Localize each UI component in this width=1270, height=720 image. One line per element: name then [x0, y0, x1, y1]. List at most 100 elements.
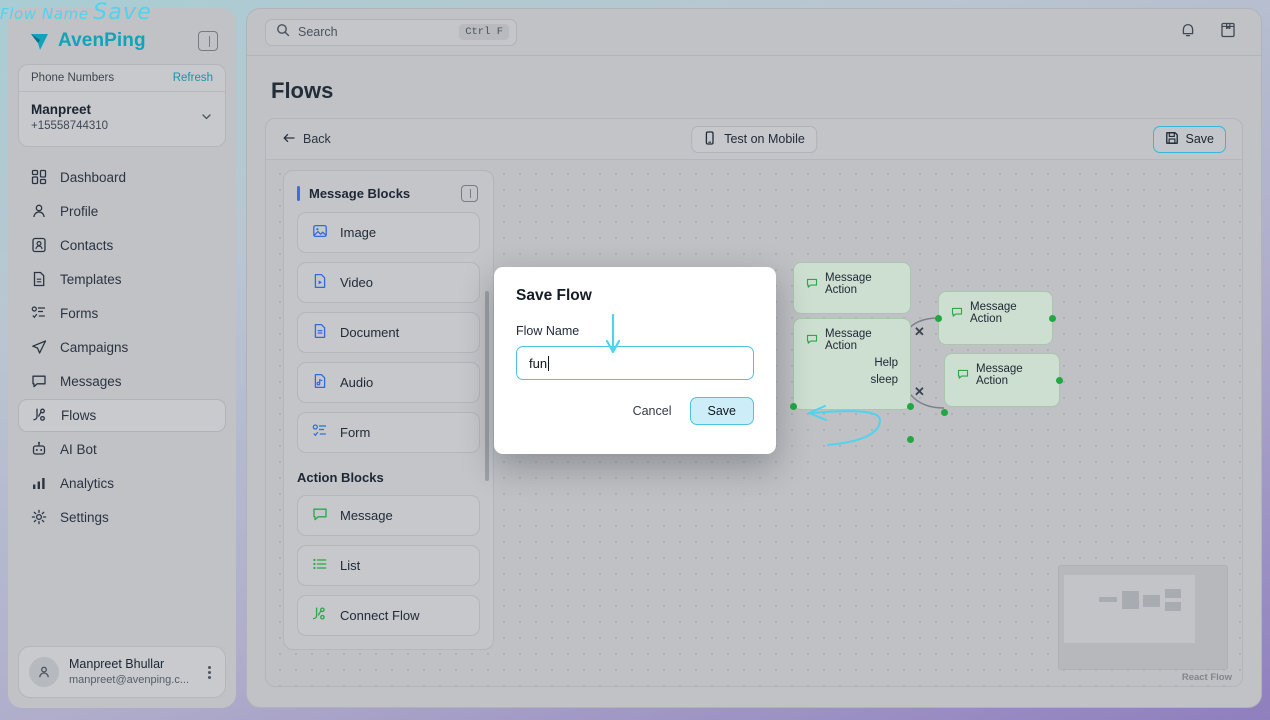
- minimap-node: [1099, 597, 1117, 602]
- node-header: Message Action: [945, 354, 1059, 387]
- panel-toggle-icon[interactable]: [461, 185, 478, 202]
- palette-item-label: Image: [340, 225, 377, 240]
- image-icon: [312, 223, 328, 242]
- sidebar-item-ai-bot[interactable]: AI Bot: [18, 433, 226, 466]
- minimap-node: [1122, 591, 1139, 609]
- chat-bubble-icon: [312, 506, 328, 525]
- palette-item-list[interactable]: List: [297, 545, 480, 586]
- user-email: manpreet@avenping.c...: [69, 674, 190, 687]
- chat-bubble-icon: [951, 306, 963, 321]
- sidebar-item-settings[interactable]: Settings: [18, 501, 226, 534]
- bell-icon[interactable]: [1179, 21, 1197, 44]
- palette-item-audio[interactable]: Audio: [297, 362, 480, 403]
- back-button[interactable]: Back: [282, 131, 331, 148]
- node-handle-right[interactable]: [1056, 377, 1063, 384]
- node-option-row[interactable]: sleep: [870, 374, 899, 386]
- top-bar-icons: [1179, 21, 1243, 44]
- panel-collapse-icon[interactable]: [198, 31, 218, 51]
- flow-node-message-action[interactable]: Message Action Help sleep: [790, 318, 914, 443]
- palette-item-label: List: [340, 558, 361, 573]
- action-blocks-header: Action Blocks: [297, 462, 480, 495]
- react-flow-attribution[interactable]: React Flow: [1181, 672, 1232, 683]
- list-icon: [312, 556, 328, 575]
- refresh-link[interactable]: Refresh: [172, 72, 213, 84]
- form-list-icon: [312, 423, 328, 442]
- board-save-button[interactable]: Save: [1152, 125, 1226, 153]
- group-accent-bar: [297, 186, 300, 201]
- palette-item-label: Audio: [340, 375, 374, 390]
- sidebar-item-label: Dashboard: [60, 169, 127, 185]
- search-placeholder: Search: [298, 25, 338, 39]
- sidebar-item-label: Campaigns: [60, 339, 129, 355]
- user-name: Manpreet Bhullar: [69, 657, 165, 672]
- palette-item-label: Video: [340, 275, 374, 290]
- sidebar-item-contacts[interactable]: Contacts: [18, 229, 226, 262]
- minimap-node: [1143, 595, 1160, 607]
- palette-item-connect-flow[interactable]: Connect Flow: [297, 595, 480, 636]
- search-shortcut: Ctrl F: [459, 24, 509, 40]
- sidebar-item-profile[interactable]: Profile: [18, 195, 226, 228]
- brand-name: AvenPing: [58, 30, 146, 51]
- node-handle-right[interactable]: [1049, 315, 1056, 322]
- phone-number-card: Phone Numbers Refresh Manpreet +15558744…: [18, 64, 226, 147]
- board-save-label: Save: [1185, 132, 1215, 146]
- flow-node-message-action[interactable]: Message Action: [941, 353, 1063, 416]
- test-on-mobile-button[interactable]: Test on Mobile: [691, 125, 817, 153]
- flow-node-message-action[interactable]: Message Action: [793, 262, 911, 314]
- palette-item-message[interactable]: Message: [297, 495, 480, 536]
- gear-icon: [30, 509, 47, 526]
- palette-item-form[interactable]: Form: [297, 412, 480, 453]
- message-blocks-header: Message Blocks: [297, 183, 480, 212]
- node-handle-left[interactable]: [935, 315, 942, 322]
- phone-numbers-label: Phone Numbers: [31, 72, 115, 84]
- sidebar-item-templates[interactable]: Templates: [18, 263, 226, 296]
- node-title: Message Action: [825, 328, 872, 352]
- modal-save-button[interactable]: Save: [689, 397, 754, 425]
- node-handle-left[interactable]: [941, 409, 948, 416]
- modal-title: Save Flow: [516, 287, 592, 304]
- cancel-button[interactable]: Cancel: [632, 404, 672, 418]
- sidebar-item-flows[interactable]: Flows: [18, 398, 226, 432]
- flow-name-input[interactable]: fun: [516, 346, 754, 380]
- user-profile-card[interactable]: Manpreet Bhullar manpreet@avenping.c...: [18, 646, 226, 698]
- sidebar-item-messages[interactable]: Messages: [18, 365, 226, 398]
- sidebar-nav: Dashboard Profile Contacts Templates For…: [18, 161, 226, 534]
- palette-scrollbar[interactable]: [485, 291, 489, 481]
- palette-item-video[interactable]: Video: [297, 262, 480, 303]
- sidebar-item-dashboard[interactable]: Dashboard: [18, 161, 226, 194]
- document-icon: [312, 323, 328, 342]
- node-option-row[interactable]: Help: [874, 357, 898, 369]
- book-icon[interactable]: [1219, 21, 1237, 44]
- node-header: Message Action: [794, 263, 910, 296]
- node-header: Message Action: [939, 292, 1052, 325]
- sidebar-item-label: Profile: [60, 203, 99, 219]
- phone-number: +15558744310: [31, 120, 109, 133]
- save-flow-modal: Save Flow Flow Name fun Cancel Save: [494, 267, 776, 454]
- document-icon: [30, 271, 47, 288]
- flow-name-label: Flow Name: [516, 324, 580, 338]
- x-icon[interactable]: ✕: [914, 324, 925, 339]
- flow-name-value: fun: [529, 355, 548, 371]
- canvas-minimap[interactable]: [1058, 565, 1228, 670]
- search-input[interactable]: Search Ctrl F: [265, 18, 517, 46]
- node-handle-right[interactable]: [907, 436, 914, 443]
- chat-bubble-icon: [30, 373, 47, 390]
- flow-node-message-action[interactable]: Message Action: [935, 291, 1056, 345]
- node-handle-left[interactable]: [790, 403, 797, 410]
- kebab-menu-icon[interactable]: [208, 665, 215, 679]
- grid-icon: [30, 169, 47, 186]
- sidebar-item-forms[interactable]: Forms: [18, 297, 226, 330]
- sidebar-item-analytics[interactable]: Analytics: [18, 467, 226, 500]
- back-label: Back: [303, 132, 331, 146]
- brand-row: AvenPing: [18, 16, 226, 64]
- chevron-down-icon[interactable]: [200, 110, 213, 126]
- node-title: Message Action: [970, 301, 1017, 325]
- app-shell: AvenPing Phone Numbers Refresh Manpreet …: [8, 8, 1262, 708]
- palette-item-document[interactable]: Document: [297, 312, 480, 353]
- x-icon[interactable]: ✕: [914, 384, 925, 399]
- test-on-mobile-label: Test on Mobile: [724, 132, 805, 146]
- palette-item-image[interactable]: Image: [297, 212, 480, 253]
- phone-selector[interactable]: Manpreet +15558744310: [19, 92, 225, 146]
- sidebar-item-campaigns[interactable]: Campaigns: [18, 331, 226, 364]
- node-handle-right[interactable]: [907, 403, 914, 410]
